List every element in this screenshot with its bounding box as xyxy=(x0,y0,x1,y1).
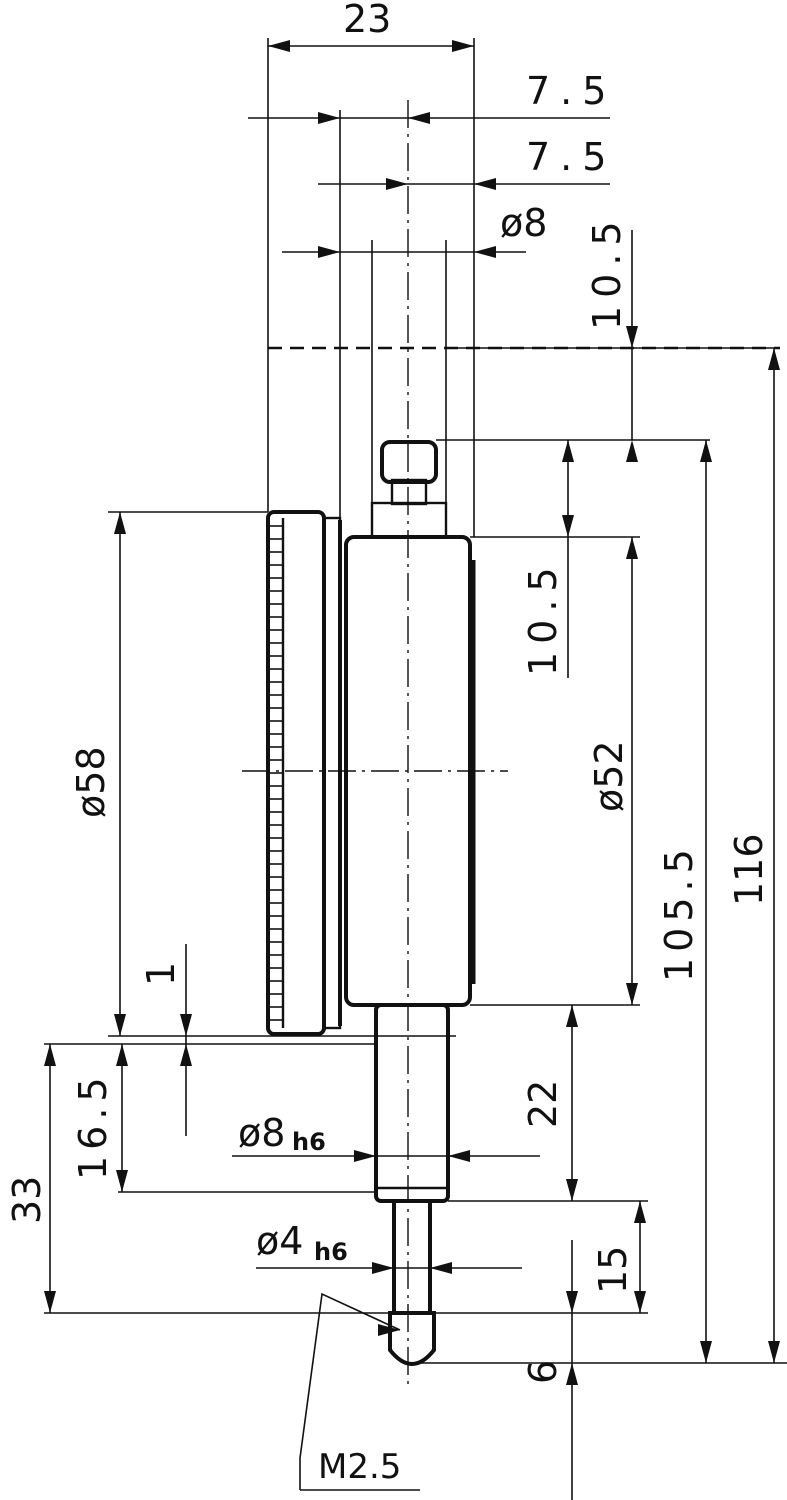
dim-dia-52: ø52 xyxy=(587,740,631,812)
thread-label: M2.5 xyxy=(318,1447,401,1487)
dim-dia-4-h6-tolerance: h6 xyxy=(314,1238,348,1266)
dim-dia-4-h6: ø4 xyxy=(256,1219,303,1263)
extension-lines xyxy=(44,38,787,1364)
dimension-arrowhead xyxy=(116,1044,128,1066)
dim-dia-58: ø58 xyxy=(69,746,113,818)
dim-116: 116 xyxy=(727,833,771,906)
dimension-arrowhead xyxy=(626,537,638,559)
dim-16-5: 16.5 xyxy=(71,1071,115,1180)
contact-tip xyxy=(388,1311,436,1366)
dim-7-5-b: 7.5 xyxy=(526,135,616,179)
dimension-arrowhead xyxy=(700,440,712,462)
dimension-arrowhead xyxy=(116,1170,128,1192)
dim-7-5-a: 7.5 xyxy=(526,69,616,113)
dim-6: 6 xyxy=(521,1360,565,1384)
dimension-arrowhead xyxy=(768,1341,780,1363)
dimension-arrowhead xyxy=(386,178,408,190)
dimension-arrowhead xyxy=(378,1324,400,1336)
dimension-arrowhead xyxy=(372,1262,394,1274)
dimension-arrowhead xyxy=(430,1262,452,1274)
dimension-arrowhead xyxy=(566,1005,578,1027)
dim-dia-8-h6: ø8 xyxy=(238,1111,285,1155)
dimension-labels: 23 7.5 7.5 ø8 10.5 10.5 ø52 105.5 116 ø5… xyxy=(5,0,771,1487)
bezel-groove xyxy=(322,516,342,1030)
dimension-arrowhead xyxy=(474,178,496,190)
dimension-arrowhead xyxy=(626,326,638,348)
dimension-arrowhead xyxy=(318,112,340,124)
dimension-arrowhead xyxy=(180,1044,192,1066)
bezel-knurling xyxy=(270,525,283,1021)
dimension-arrowhead xyxy=(566,1179,578,1201)
dim-22: 22 xyxy=(521,1080,565,1128)
dimension-arrowhead xyxy=(44,1291,56,1313)
spindle xyxy=(392,1199,432,1315)
stem-sleeve xyxy=(374,1003,450,1203)
dim-33: 33 xyxy=(5,1176,49,1224)
dimension-arrowhead xyxy=(114,1014,126,1036)
dim-dia-8: ø8 xyxy=(500,201,547,245)
dimension-arrowhead xyxy=(768,348,780,370)
dimension-arrowhead xyxy=(44,1044,56,1066)
dimension-arrowhead xyxy=(408,112,430,124)
dimension-arrowhead xyxy=(562,440,574,462)
dim-23: 23 xyxy=(343,0,391,41)
dimension-arrowhead xyxy=(626,440,638,462)
dimension-arrowhead xyxy=(474,246,496,258)
dimension-arrowhead xyxy=(452,40,474,52)
dimension-arrowhead xyxy=(566,1363,578,1385)
dimension-arrowhead xyxy=(114,512,126,534)
dimension-arrowhead xyxy=(354,1150,376,1162)
dim-1: 1 xyxy=(139,962,183,986)
cap-neck xyxy=(370,501,448,539)
dimension-arrowhead xyxy=(562,515,574,537)
dim-15: 15 xyxy=(591,1246,635,1294)
dim-dia-8-h6-tolerance: h6 xyxy=(292,1128,326,1156)
dimension-arrowhead xyxy=(448,1150,470,1162)
dimension-arrowhead xyxy=(634,1201,646,1223)
dimension-arrowhead xyxy=(268,40,290,52)
dim-10-5-top: 10.5 xyxy=(585,213,629,330)
dimension-arrowhead xyxy=(634,1291,646,1313)
dimension-arrowhead xyxy=(566,1291,578,1313)
dim-105-5: 105.5 xyxy=(657,843,701,982)
dimension-arrowhead xyxy=(626,983,638,1005)
dimension-arrowhead xyxy=(180,1014,192,1036)
dimension-lines xyxy=(44,40,780,1500)
dim-10-5-cap: 10.5 xyxy=(521,559,565,676)
dimension-arrowhead xyxy=(700,1341,712,1363)
dimension-arrowhead xyxy=(318,246,340,258)
cap-knob xyxy=(380,440,438,484)
